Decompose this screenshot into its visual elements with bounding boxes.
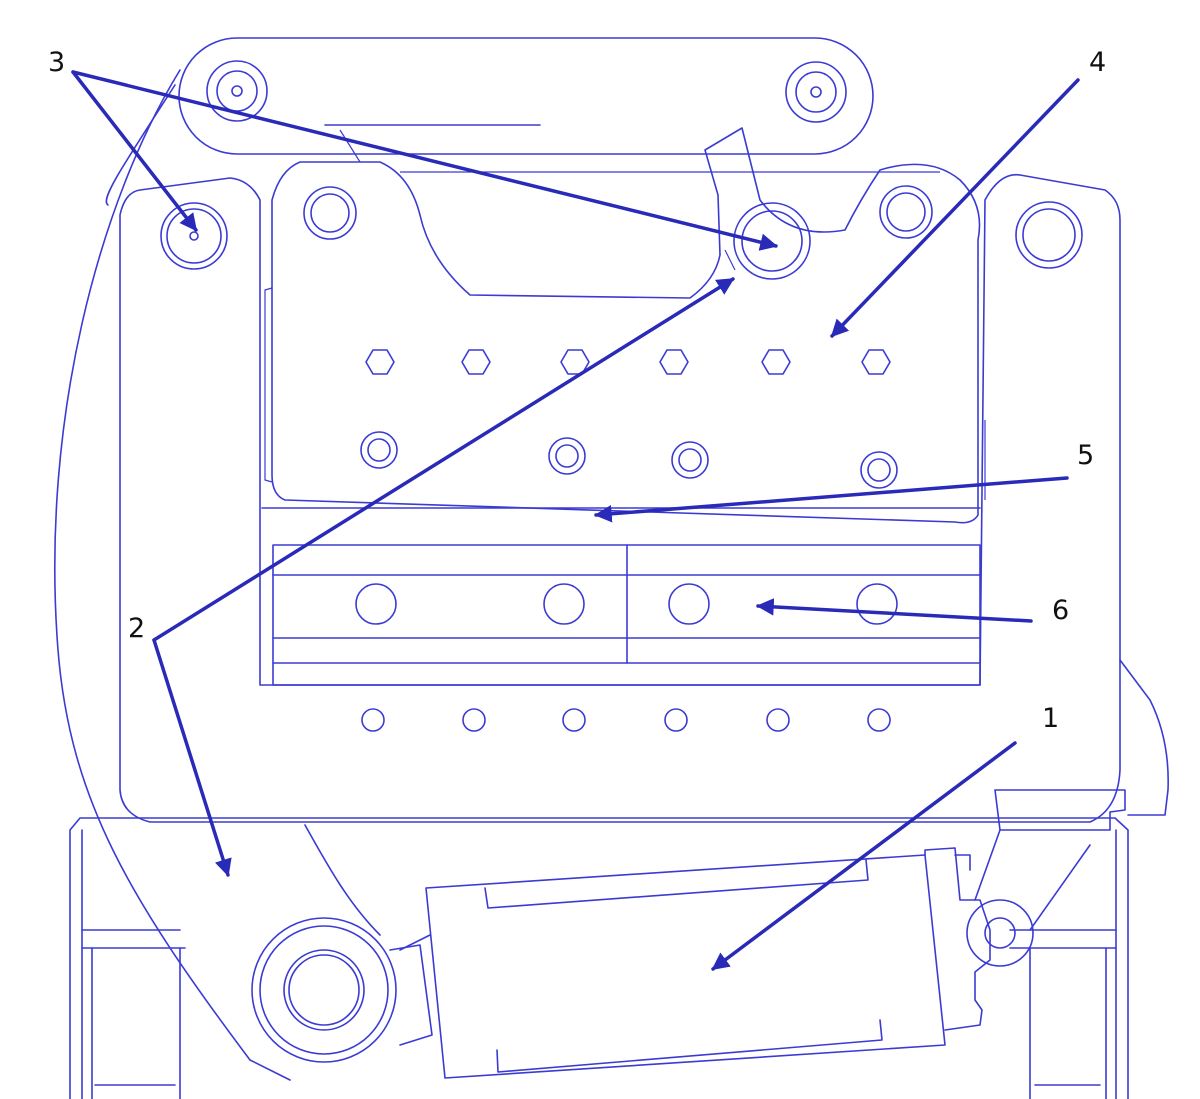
callout-arrows <box>71 70 1080 971</box>
callout-2: 2 <box>128 613 145 644</box>
arrow-3-to-left-pin <box>71 70 198 232</box>
callout-labels: 1 2 3 4 5 6 <box>48 47 1106 734</box>
arrow-2-to-arm <box>152 638 232 877</box>
callout-4: 4 <box>1089 47 1106 78</box>
main-plate <box>119 173 1169 823</box>
arrow-1 <box>711 741 1017 971</box>
callout-5: 5 <box>1077 440 1094 471</box>
arrow-5 <box>594 476 1069 523</box>
top-link <box>178 37 874 155</box>
callout-6: 6 <box>1052 595 1069 626</box>
callout-1: 1 <box>1042 703 1059 734</box>
arrow-3-to-right-pin <box>71 70 778 251</box>
hydraulic-cylinder <box>251 789 1126 1079</box>
base-frame <box>69 817 1129 1099</box>
arrow-4 <box>830 78 1080 338</box>
upper-bolster <box>160 127 1083 524</box>
callout-3: 3 <box>48 47 65 78</box>
lower-blade-block <box>272 544 981 686</box>
arrow-6 <box>756 598 1033 623</box>
arrow-2-to-pin <box>152 277 735 642</box>
hole-row <box>361 708 891 732</box>
